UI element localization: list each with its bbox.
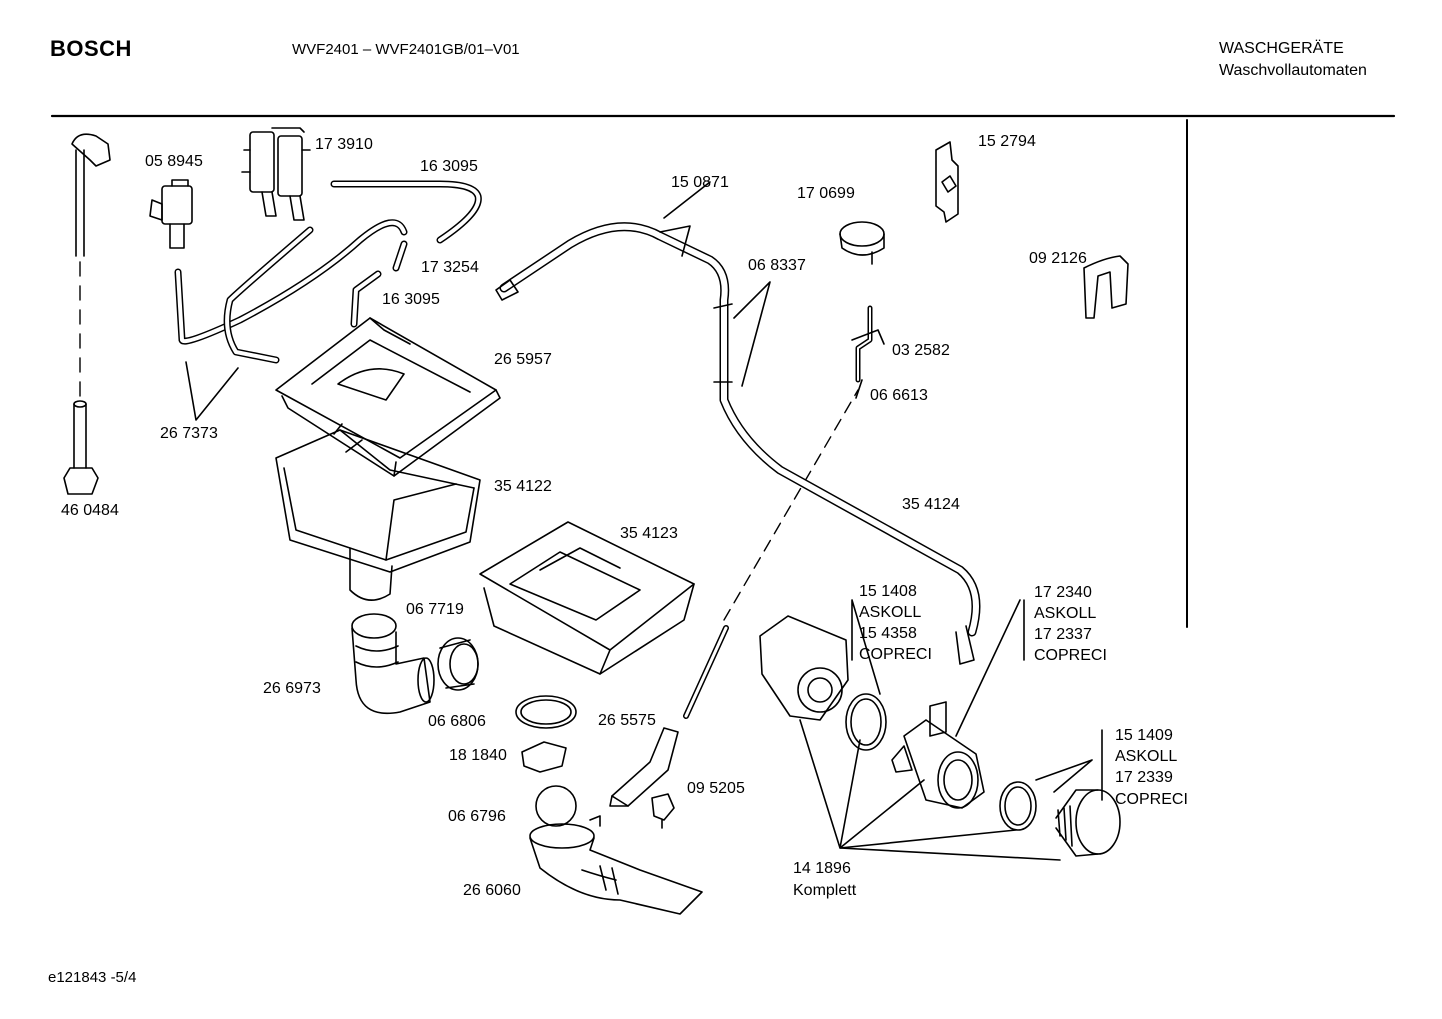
holder-092126-icon [1083,255,1129,319]
valve-058945-icon [149,179,193,249]
part-label-163095-top: 16 3095 [420,158,478,175]
part-label-265957: 26 5957 [494,351,552,368]
pump-housing-172340-icon [891,701,985,809]
part-label-068337: 06 8337 [748,257,806,274]
part-label-460484: 46 0484 [61,502,119,519]
part-label-354124: 35 4124 [902,496,960,513]
filter-151409-icon [1055,789,1121,857]
part-label-066796: 06 6796 [448,808,506,825]
hose-267373b-icon [223,226,314,364]
sensor-hose-265575-icon [609,727,679,807]
part-label-067719: 06 7719 [406,601,464,618]
sump-hose-266060-icon [529,815,703,915]
part-label-092126: 09 2126 [1029,250,1087,267]
filter-seal-icon [999,781,1037,831]
part-label-058945: 05 8945 [145,153,203,170]
complete-part-number: 14 1896 [793,860,851,877]
bellows-hose-266973-icon [351,613,435,714]
complete-part-text: Komplett [793,882,857,899]
housing-group-line-1: 17 2340 [1034,584,1092,601]
pump-seal-icon [845,693,887,751]
housing-group-line-3: 17 2337 [1034,626,1092,643]
part-label-266973: 26 6973 [263,680,321,697]
housing-group-line-4: COPRECI [1034,647,1107,664]
subcategory-title: Waschvollautomaten [1219,62,1367,79]
part-label-066613: 06 6613 [870,387,928,404]
hose-032582-icon [851,305,885,383]
dashed-leader [723,389,859,621]
part-label-095205: 09 5205 [687,780,745,797]
part-label-267373: 26 7373 [160,425,218,442]
hose-clamp-066806-icon [515,695,577,729]
detergent-drawer-354123-icon [479,521,695,675]
part-label-354122: 35 4122 [494,478,552,495]
pump-group-line-1: 15 1408 [859,583,917,600]
part-label-173254: 17 3254 [421,259,479,276]
pump-group-line-2: ASKOLL [859,604,922,621]
part-095205-icon [651,793,675,829]
housing-group-line-2: ASKOLL [1034,605,1097,622]
pump-group-line-4: COPRECI [859,646,932,663]
part-label-150871: 15 0871 [671,174,729,191]
part-label-066806: 06 6806 [428,713,486,730]
model-title: WVF2401 – WVF2401GB/01–V01 [292,41,520,58]
filter-group-line-3: 17 2339 [1115,769,1173,786]
ball-066796-icon [535,785,577,827]
filter-group-line-1: 15 1409 [1115,727,1173,744]
part-label-354123: 35 4123 [620,525,678,542]
pump-group-line-3: 15 4358 [859,625,917,642]
part-label-152794: 15 2794 [978,133,1036,150]
seal-067719-icon [437,637,479,691]
part-label-163095: 16 3095 [382,291,440,308]
valve-plate-181840-icon [521,741,567,773]
part-label-032582: 03 2582 [892,342,950,359]
part-label-181840: 18 1840 [449,747,507,764]
drain-hose-354124-icon [495,222,981,665]
pressure-switch-170699-icon [839,221,885,265]
brand-logo: BOSCH [50,36,132,61]
filter-group-line-4: COPRECI [1115,791,1188,808]
hose-460484-icon [63,133,111,495]
drain-pump-151408-icon [759,615,849,721]
dispenser-housing-354122-icon [275,429,481,601]
part-label-265575: 26 5575 [598,712,656,729]
part-label-170699: 17 0699 [797,185,855,202]
category-title: WASCHGERÄTE [1219,40,1344,57]
bracket-152794-icon [935,141,959,223]
filter-group-line-2: ASKOLL [1115,748,1178,765]
part-label-266060: 26 6060 [463,882,521,899]
part-label-173910: 17 3910 [315,136,373,153]
footer-code: e121843 -5/4 [48,969,137,986]
dispenser-cover-265957-icon [275,317,501,477]
valve-173910-icon [241,127,311,221]
